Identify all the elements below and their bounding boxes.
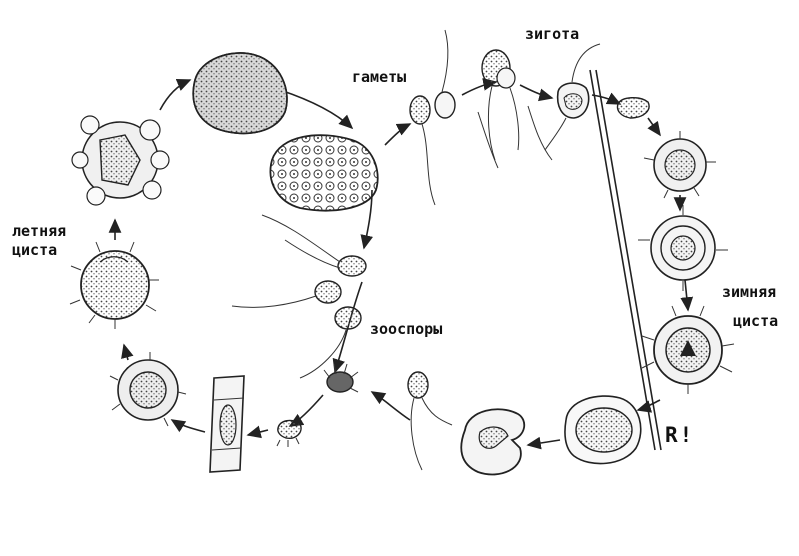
zygote-cell <box>544 43 601 151</box>
arrow-to-young-cyst <box>170 419 206 433</box>
arrow-to-filament <box>246 425 269 439</box>
germinating-summer-cyst <box>71 115 170 206</box>
arrow-to-young-winter-cyst <box>647 117 661 137</box>
gamete-1 <box>409 95 436 206</box>
label-meiosis: R! <box>665 423 695 447</box>
fusing-gametes <box>481 49 520 161</box>
zoospore-1 <box>261 214 367 277</box>
settling-zoospore <box>323 363 359 393</box>
arrow-to-germinating-winter-cyst <box>636 399 661 413</box>
flagellum-squiggle <box>477 111 499 169</box>
flagellum-squiggle <box>527 105 553 161</box>
arrow-to-large-sporangium <box>279 89 354 130</box>
arrow-down-winter-cyst-2 <box>680 279 694 312</box>
meiosis-line-b <box>595 69 662 451</box>
label-summer-cyst-line2: циста <box>12 241 58 259</box>
label-winter-cyst-line2: циста <box>733 312 779 330</box>
filament-cell <box>209 375 245 473</box>
summer-cyst-cell <box>69 241 159 329</box>
zoospore-3 <box>299 306 362 379</box>
settled-zoospore <box>276 419 302 447</box>
germinating-winter-cyst <box>564 395 642 465</box>
zoospore-2 <box>231 280 342 308</box>
label-gametes: гаметы <box>352 68 407 86</box>
label-zygote: зигота <box>525 25 580 43</box>
maturing-winter-cyst <box>638 205 728 291</box>
arrow-to-zygote <box>519 84 554 102</box>
sporangium-cell-top <box>192 52 288 135</box>
young-cyst <box>109 352 187 427</box>
opened-cyst <box>460 408 526 476</box>
label-summer-cyst-line1: летняя <box>12 222 67 240</box>
label-zoospores: зооспоры <box>370 320 443 338</box>
released-zoospore <box>407 371 453 471</box>
arrow-up-to-summer-cyst <box>121 343 134 361</box>
arrow-to-sporangium <box>159 79 192 111</box>
meiosis-line-a <box>589 69 656 451</box>
arrow-zoospore-return <box>370 391 411 421</box>
settling-zygote <box>616 97 650 119</box>
winter-cyst-cell <box>641 305 735 394</box>
sporangium-with-zoospores <box>269 134 379 212</box>
arrow-to-opened-cyst <box>526 436 561 450</box>
gamete-2 <box>434 29 456 119</box>
arrow-to-gametes <box>384 123 412 146</box>
label-winter-cyst-line1: зимняя <box>722 283 777 301</box>
young-winter-cyst <box>643 131 716 199</box>
